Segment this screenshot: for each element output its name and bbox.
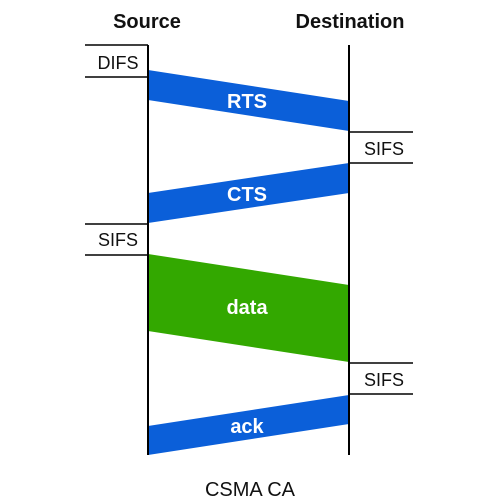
destination-header: Destination — [296, 11, 405, 33]
diagram-caption: CSMA CA — [205, 479, 296, 500]
cts-label: CTS — [227, 184, 267, 206]
sifs-1-label: SIFS — [364, 139, 404, 159]
ack-label: ack — [230, 416, 264, 438]
rts-frame — [148, 70, 349, 131]
source-header: Source — [113, 11, 181, 33]
rts-label: RTS — [227, 91, 267, 113]
sifs-3-label: SIFS — [364, 370, 404, 390]
data-label: data — [226, 297, 268, 319]
cts-frame — [148, 163, 349, 223]
data-frame — [148, 254, 349, 362]
sifs-2-label: SIFS — [98, 230, 138, 250]
ack-frame — [148, 395, 349, 455]
difs-label: DIFS — [97, 53, 138, 73]
